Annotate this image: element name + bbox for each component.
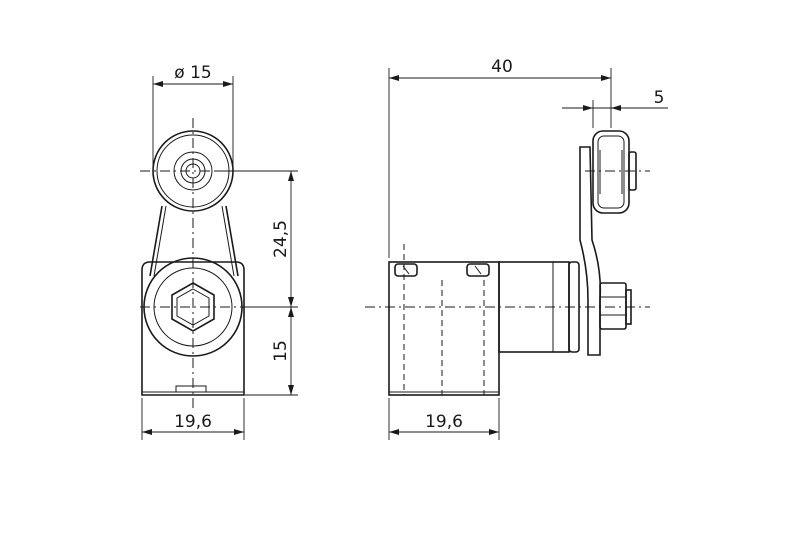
side-lever-plate bbox=[579, 146, 602, 356]
front-view: ø 15 24,5 15 19,6 bbox=[140, 63, 298, 440]
front-lever-arm bbox=[149, 205, 239, 277]
dim-front-roller-to-pivot: 24,5 bbox=[271, 220, 291, 258]
side-body-block bbox=[388, 261, 500, 396]
dim-side-total-length: 40 bbox=[491, 57, 513, 77]
front-pivot-nut bbox=[171, 282, 215, 332]
side-pivot-nut bbox=[599, 282, 627, 330]
dim-side-roller-width: 5 bbox=[654, 88, 665, 108]
dim-front-pivot-to-base: 15 bbox=[271, 340, 291, 362]
dim-side-body-width: 19,6 bbox=[425, 412, 463, 432]
dim-front-roller-diameter: ø 15 bbox=[174, 63, 211, 83]
side-view: 40 5 19,6 bbox=[365, 57, 668, 440]
dim-front-body-width: 19,6 bbox=[174, 412, 212, 432]
